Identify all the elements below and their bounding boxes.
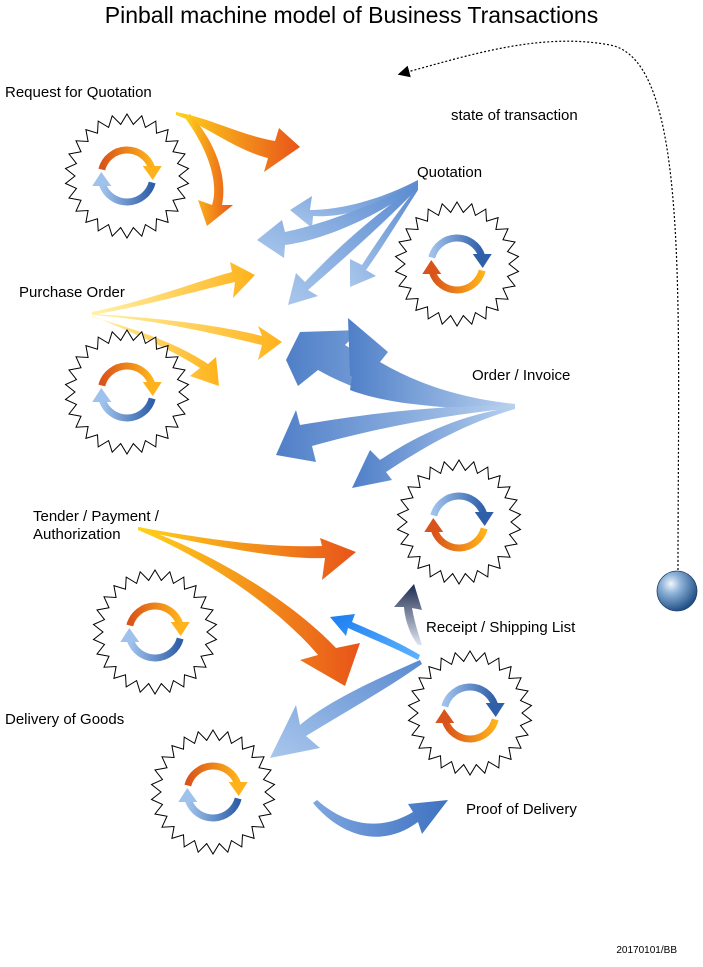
cycle-arrow-top — [441, 683, 499, 708]
cycle-arrow-bottom — [184, 797, 242, 822]
sunburst-outline — [92, 569, 218, 695]
footer-code: 20170101/BB — [616, 945, 677, 956]
label-purchase-order: Purchase Order — [19, 284, 125, 301]
sunburst-outline — [150, 729, 276, 855]
cycle-arrowhead-bottom — [422, 260, 442, 275]
cycle-arrowhead-top — [472, 253, 492, 268]
state-path-dotted-line — [397, 40, 680, 571]
arrow-purchase-order — [92, 262, 282, 386]
cycle-arrow-bottom — [441, 718, 499, 743]
label-request-for-quotation: Request for Quotation — [5, 84, 152, 101]
cycle-arrowhead-top — [142, 165, 162, 180]
label-delivery-of-goods: Delivery of Goods — [5, 711, 125, 728]
cycle-arrowhead-top — [228, 781, 248, 796]
cycle-badge-icon — [150, 729, 276, 855]
page-title: Pinball machine model of Business Transa… — [104, 2, 599, 28]
cycle-arrow-top — [428, 234, 486, 259]
arrow-quotation — [257, 180, 418, 305]
cycle-arrow-top — [126, 602, 184, 627]
cycle-arrowhead-top — [170, 621, 190, 636]
cycle-arrow-bottom — [428, 269, 486, 294]
cycle-arrow-top — [184, 762, 242, 787]
arrow-tender-payment — [138, 527, 360, 686]
arrow-proof-of-delivery — [313, 800, 448, 837]
sunburst-outline — [64, 113, 190, 239]
cycle-arrowhead-bottom — [120, 628, 140, 643]
cycle-arrow-bottom — [430, 527, 488, 552]
cycle-arrow-top — [98, 362, 156, 387]
cycle-arrowhead-top — [485, 702, 505, 717]
cycle-badge-icon — [64, 113, 190, 239]
label-tender-payment-authorization: Tender / Payment / Authorization — [33, 508, 159, 543]
sunburst-outline — [407, 650, 533, 776]
pinball-ball — [656, 570, 698, 612]
arrow-order-invoice — [276, 318, 515, 488]
label-quotation: Quotation — [417, 164, 483, 181]
cycle-arrow-top — [98, 146, 156, 171]
cycle-badge-icon — [394, 201, 520, 327]
cycle-arrow-bottom — [98, 181, 156, 206]
cycle-badge-icon — [64, 329, 190, 455]
state-of-transaction-label: state of transaction — [451, 107, 578, 124]
cycle-arrowhead-bottom — [92, 388, 112, 403]
cycle-arrowhead-bottom — [92, 172, 112, 187]
cycle-arrowhead-top — [474, 511, 494, 526]
cycle-badge-icon — [92, 569, 218, 695]
sunburst-outline — [64, 329, 190, 455]
cycle-arrowhead-bottom — [424, 518, 444, 533]
label-receipt-shipping-list: Receipt / Shipping List — [426, 619, 576, 636]
sunburst-outline — [394, 201, 520, 327]
cycle-arrowhead-bottom — [178, 788, 198, 803]
cycle-badge-icon — [407, 650, 533, 776]
arrow-receipt-shipping — [270, 584, 422, 758]
cycle-arrowhead-top — [142, 381, 162, 396]
arrow-request-for-quotation — [176, 112, 300, 226]
cycle-badge-icon — [396, 459, 522, 585]
cycle-arrow-bottom — [126, 637, 184, 662]
cycle-arrow-top — [430, 492, 488, 517]
cycle-arrow-bottom — [98, 397, 156, 422]
cycle-arrowhead-bottom — [435, 709, 455, 724]
label-order-invoice: Order / Invoice — [472, 367, 571, 384]
sunburst-outline — [396, 459, 522, 585]
label-proof-of-delivery: Proof of Delivery — [466, 801, 577, 818]
